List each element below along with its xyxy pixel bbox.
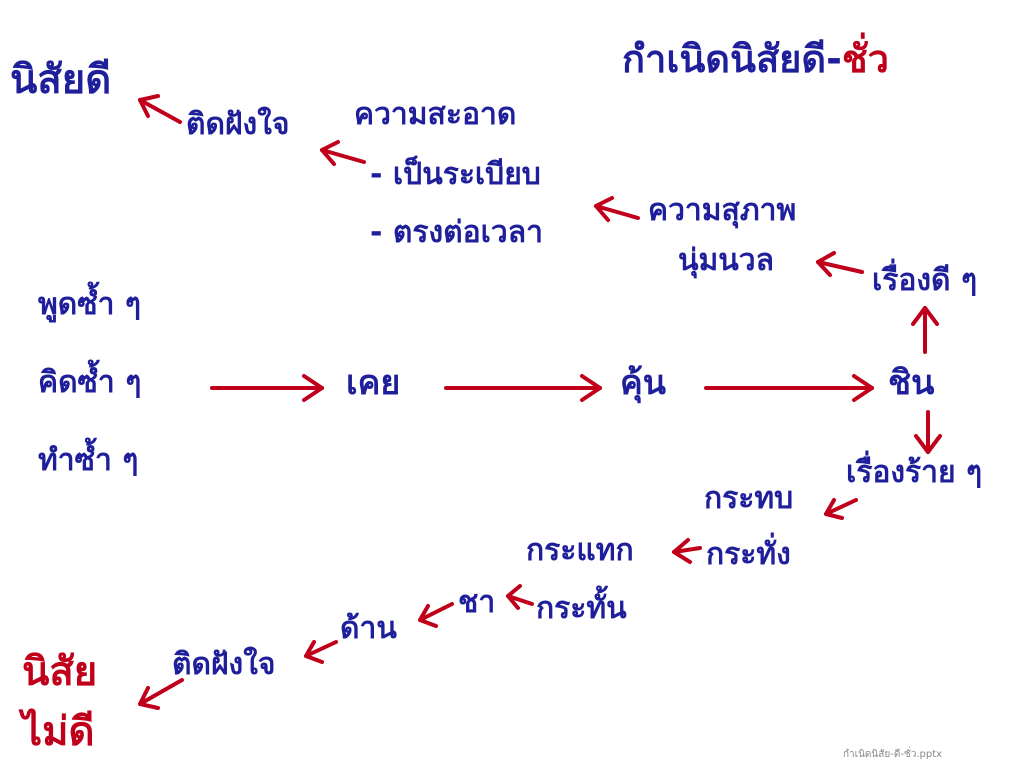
arrow-good-things-to-gentle xyxy=(816,251,864,277)
gentle-label: นุ่มนวล xyxy=(678,243,775,278)
arrow-repeat-to-used xyxy=(210,374,324,402)
embed-bad-label: ติดฝังใจ xyxy=(172,647,276,682)
punctual-label: - ตรงต่อเวลา xyxy=(370,215,543,250)
arrow-down-bad-things xyxy=(914,410,942,454)
thud-label: กระทั่ง xyxy=(706,537,791,572)
numb-label: ชา xyxy=(458,585,496,620)
speak-repeat-label: พูดซ้ำ ๆ xyxy=(38,287,142,322)
arrow-embed-to-bad-habit xyxy=(138,678,184,710)
cleanliness-label: ความสะอาด xyxy=(354,97,517,132)
politeness-label: ความสุภาพ xyxy=(648,193,797,228)
good-things-label: เรื่องดี ๆ xyxy=(872,263,978,298)
arrow-bad-things-to-bump xyxy=(824,498,858,520)
arrow-callous-to-embed xyxy=(304,640,338,664)
think-repeat-label: คิดซ้ำ ๆ xyxy=(38,365,142,400)
poke-label: กระแทก xyxy=(526,533,634,568)
arrow-embed-to-good-habit xyxy=(138,94,182,124)
arrow-yank-to-numb xyxy=(506,584,534,610)
title-main: กำเนิดนิสัยดี- xyxy=(622,37,842,81)
arrow-numb-to-callous xyxy=(418,602,454,628)
arrow-cleanliness-to-embed xyxy=(320,140,366,166)
title-accent: ชั่ว xyxy=(841,37,890,81)
bad-habit-label-line2: ไม่ดี xyxy=(22,709,95,755)
good-habit-label: นิสัยดี xyxy=(10,57,112,103)
orderly-label: - เป็นระเบียบ xyxy=(370,157,541,192)
arrow-familiar-to-accustomed xyxy=(704,374,874,402)
slide-title: กำเนิดนิสัยดี-ชั่ว xyxy=(622,40,889,78)
embed-good-label: ติดฝังใจ xyxy=(186,107,290,142)
footer-filename: กำเนิดนิสัย-ดี-ชั่ว.pptx xyxy=(843,749,943,760)
used-to-label: เคย xyxy=(346,363,401,403)
do-repeat-label: ทำซ้ำ ๆ xyxy=(38,443,139,478)
arrow-polite-to-punctual xyxy=(594,196,640,222)
familiar-label: คุ้น xyxy=(620,363,666,403)
yank-label: กระทั้น xyxy=(536,591,627,626)
arrow-thud-to-poke xyxy=(672,538,702,564)
bump-label: กระทบ xyxy=(704,481,794,516)
arrow-up-good-things xyxy=(911,306,939,354)
arrow-used-to-familiar xyxy=(444,374,602,402)
callous-label: ด้าน xyxy=(340,611,397,646)
accustomed-label: ชิน xyxy=(888,363,935,403)
bad-habit-label-line1: นิสัย xyxy=(22,649,98,695)
bad-things-label: เรื่องร้าย ๆ xyxy=(846,455,983,490)
